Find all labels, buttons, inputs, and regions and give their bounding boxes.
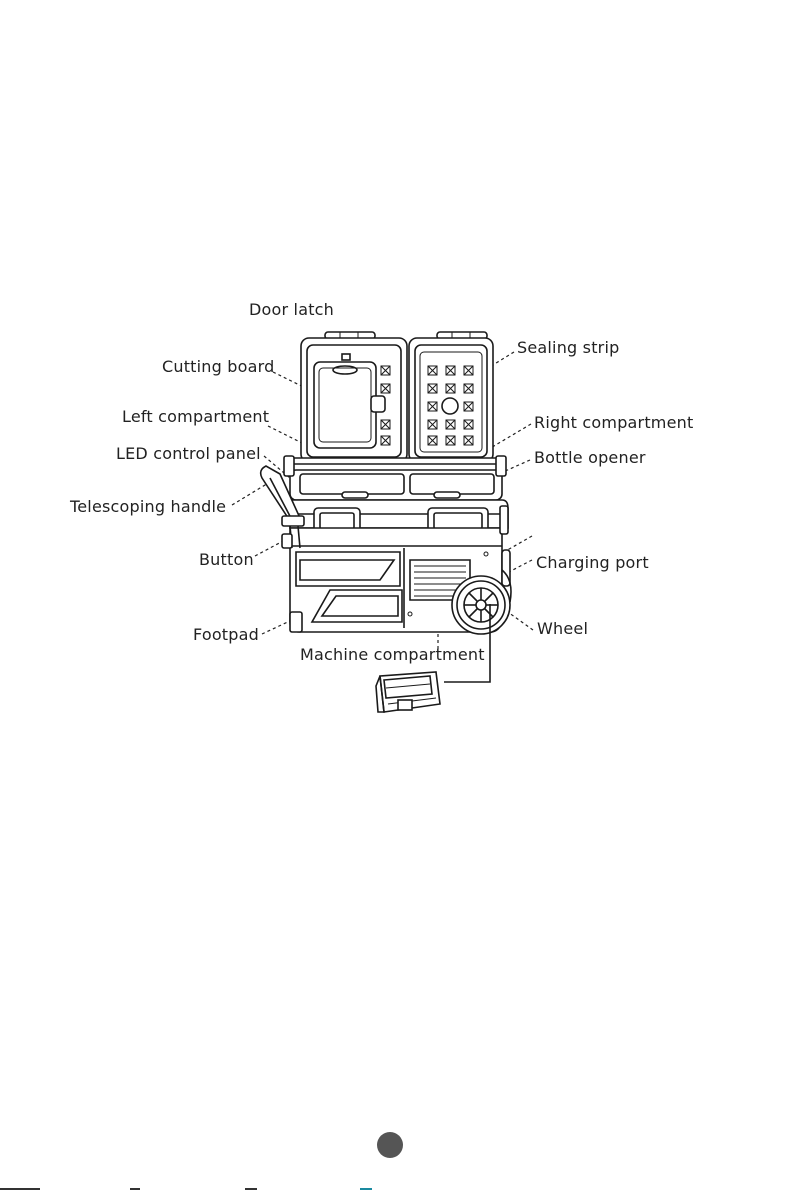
- label-telescoping-handle: Telescoping handle: [69, 497, 226, 516]
- label-right-compartment: Right compartment: [534, 413, 693, 432]
- label-machine-compartment: Machine compartment: [300, 645, 485, 664]
- label-sealing-strip: Sealing strip: [517, 338, 619, 357]
- right-lid: [409, 338, 493, 462]
- label-wheel: Wheel: [537, 619, 588, 638]
- footpad-shape: [290, 612, 302, 632]
- left-lid: [301, 338, 407, 462]
- top-rim: [284, 456, 506, 500]
- label-left-compartment: Left compartment: [122, 407, 269, 426]
- label-door-latch: Door latch: [249, 300, 334, 319]
- label-footpad: Footpad: [193, 625, 259, 644]
- label-led-control-panel: LED control panel: [116, 444, 261, 463]
- page-bottom-edge: [0, 1188, 795, 1192]
- label-cutting-board: Cutting board: [162, 357, 275, 376]
- label-charging-port: Charging port: [536, 553, 649, 572]
- label-button: Button: [199, 550, 254, 569]
- label-bottle-opener: Bottle opener: [534, 448, 646, 467]
- page-number-dot: [377, 1132, 403, 1158]
- cutting-board-shape: [314, 362, 376, 448]
